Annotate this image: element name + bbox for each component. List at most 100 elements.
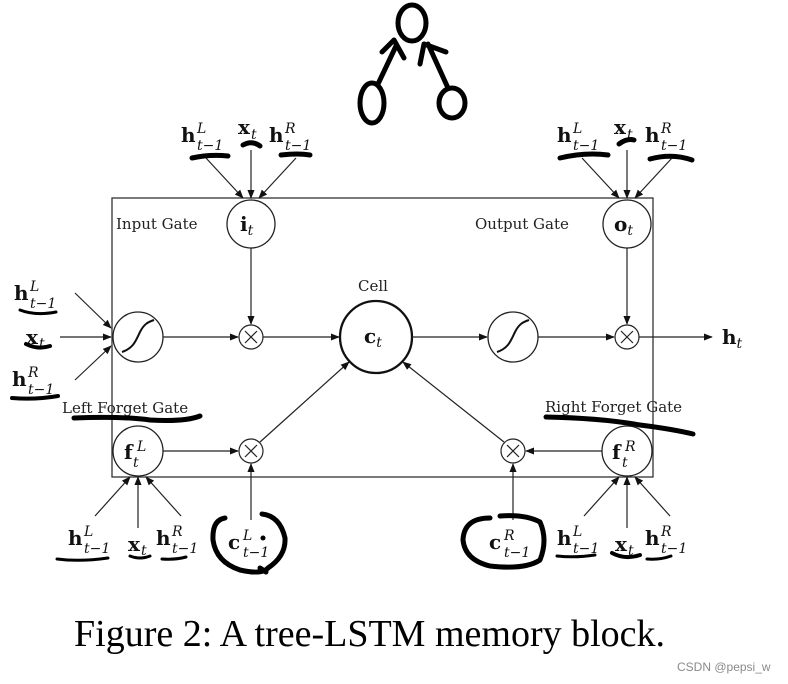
- x-label: x t: [614, 115, 633, 143]
- internal-connections: [163, 248, 713, 520]
- svg-text:R: R: [660, 121, 672, 137]
- cell-label: Cell: [358, 277, 388, 295]
- svg-text:L: L: [29, 279, 39, 295]
- multiply-node-output: [614, 324, 640, 350]
- input-gate-inputs: h L t−1 x t h R t−1: [181, 115, 311, 154]
- svg-text:ct: ct: [364, 324, 382, 351]
- svg-text:h: h: [645, 123, 660, 147]
- figure-caption: Figure 2: A tree-LSTM memory block.: [74, 613, 666, 655]
- h-left-label: h L t−1: [68, 524, 110, 557]
- squash-inputs: h L t−1 x t h R t−1: [12, 279, 56, 398]
- svg-text:f: f: [124, 440, 134, 464]
- svg-text:L: L: [572, 524, 582, 540]
- underline-mark: [610, 551, 642, 560]
- output-gate-label: Output Gate: [475, 215, 569, 233]
- underline-mark: [18, 308, 58, 316]
- svg-text:x: x: [26, 325, 39, 349]
- underline-mark: [189, 152, 231, 161]
- underline-mark: [557, 151, 611, 161]
- svg-text:f: f: [612, 440, 622, 464]
- h-right-label: h R t−1: [645, 121, 687, 154]
- sigmoid-icon: [121, 319, 155, 353]
- svg-text:L: L: [196, 121, 206, 137]
- sketch-right-child-node: [436, 85, 468, 121]
- left-forget-inputs: h L t−1 x t h R t−1: [68, 524, 198, 559]
- left-forget-gate-label: Left Forget Gate: [62, 399, 188, 417]
- svg-text:L: L: [572, 121, 582, 137]
- sketch-right-arrow: [417, 41, 451, 91]
- svg-text:t−1: t−1: [28, 382, 54, 398]
- input-gate-node: it: [226, 199, 276, 249]
- svg-text:ot: ot: [614, 212, 633, 239]
- svg-text:it: it: [240, 212, 254, 239]
- svg-text:t−1: t−1: [573, 541, 599, 557]
- h-left-label: h L t−1: [181, 121, 223, 154]
- output-squash-node: [487, 311, 539, 363]
- svg-text:x: x: [615, 532, 628, 556]
- svg-text:t−1: t−1: [30, 296, 56, 312]
- svg-text:R: R: [284, 121, 296, 137]
- underline-mark: [278, 151, 313, 158]
- svg-text:h: h: [181, 123, 196, 147]
- svg-text:t: t: [39, 336, 45, 352]
- output-gate-node: ot: [602, 199, 652, 249]
- svg-text:R: R: [660, 524, 672, 540]
- svg-text:t: t: [141, 543, 147, 559]
- h-left-label: h L t−1: [14, 279, 56, 312]
- arrow-right-multiply-to-cell: [402, 361, 505, 443]
- svg-text:x: x: [614, 115, 627, 139]
- svg-text:L: L: [242, 528, 252, 544]
- svg-text:R: R: [27, 365, 39, 381]
- right-forget-gate-node: f R t: [601, 425, 653, 477]
- h-right-label: h R t−1: [269, 121, 311, 154]
- svg-text:ht: ht: [722, 325, 743, 352]
- watermark: CSDN @pepsi_w: [677, 660, 771, 674]
- h-right-label: h R t−1: [156, 524, 198, 557]
- sketch-parent-node: [395, 2, 429, 44]
- svg-text:h: h: [156, 526, 171, 550]
- left-forget-gate-node: f L t: [112, 425, 164, 477]
- svg-text:t−1: t−1: [84, 541, 110, 557]
- x-label: x t: [128, 532, 147, 559]
- svg-text:x: x: [128, 532, 141, 556]
- svg-text:R: R: [624, 439, 636, 455]
- multiply-icon: [620, 330, 634, 344]
- svg-text:t: t: [622, 455, 628, 471]
- svg-text:t−1: t−1: [661, 541, 687, 557]
- svg-text:t−1: t−1: [243, 545, 269, 561]
- svg-text:t−1: t−1: [573, 138, 599, 154]
- h-left-label: h L t−1: [557, 121, 599, 154]
- svg-text:h: h: [557, 526, 572, 550]
- svg-text:t−1: t−1: [661, 138, 687, 154]
- svg-text:c: c: [228, 530, 240, 554]
- underline-mark: [240, 140, 263, 149]
- circle-mark-c-right: [460, 513, 547, 570]
- h-right-label: h R t−1: [12, 365, 54, 398]
- svg-text:h: h: [12, 367, 27, 391]
- svg-text:h: h: [68, 526, 83, 550]
- underline-mark: [24, 342, 52, 350]
- external-input-arrows: [60, 150, 673, 528]
- underline-mark: [543, 414, 696, 437]
- svg-text:h: h: [557, 123, 572, 147]
- underline-mark: [160, 555, 188, 561]
- input-squash-node: [112, 311, 164, 363]
- svg-text:h: h: [645, 526, 660, 550]
- c-right-label: c R t−1: [489, 528, 530, 561]
- underline-mark: [647, 153, 695, 163]
- h-left-label: h L t−1: [557, 524, 599, 557]
- svg-text:R: R: [503, 528, 515, 544]
- h-right-label: h R t−1: [645, 524, 687, 557]
- multiply-node-right-forget: [500, 438, 526, 464]
- hidden-output-label: ht: [722, 325, 743, 352]
- sketch-left-child-node: [357, 80, 387, 126]
- multiply-icon: [244, 444, 258, 458]
- x-label: x t: [26, 325, 45, 352]
- right-forget-gate-label: Right Forget Gate: [545, 398, 682, 416]
- right-forget-inputs: h L t−1 x t h R t−1: [557, 524, 687, 559]
- underline-mark: [128, 554, 152, 560]
- sigmoid-icon: [496, 319, 530, 353]
- svg-text:t: t: [627, 127, 633, 143]
- c-left-label: c L t−1: [228, 528, 269, 561]
